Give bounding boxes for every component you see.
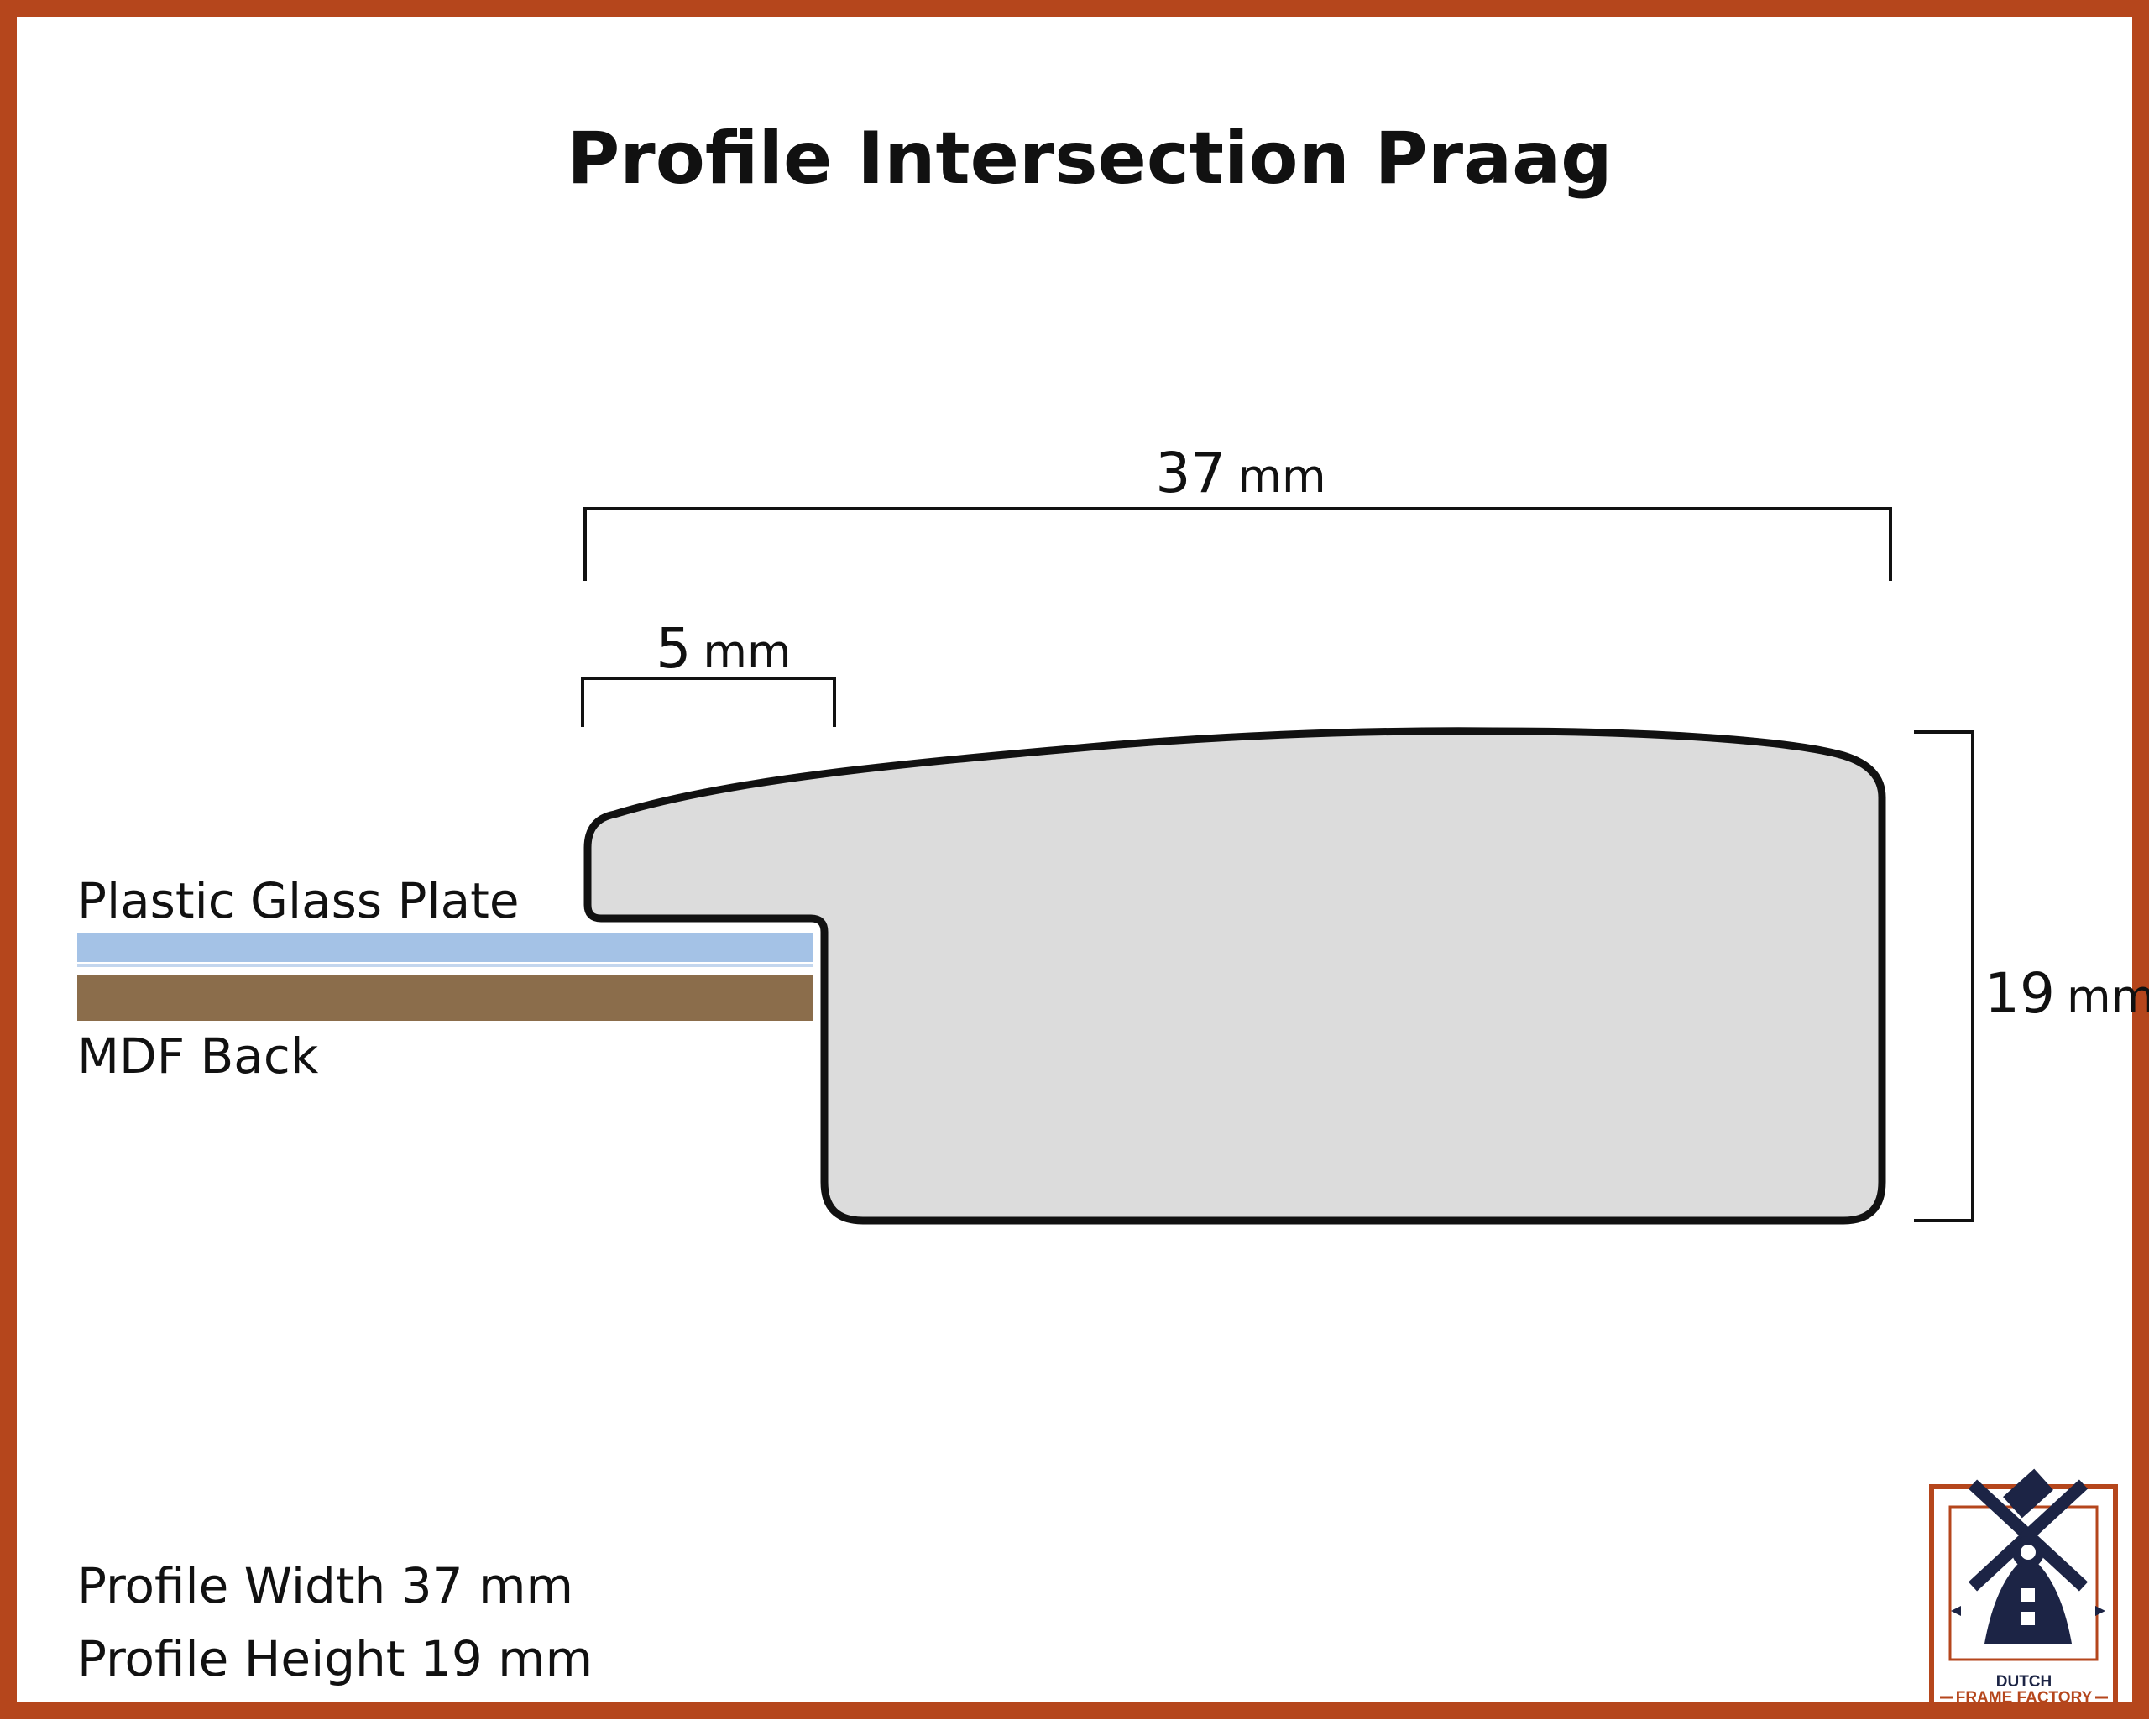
- logo-text-dutch: DUTCH: [1996, 1673, 2052, 1691]
- logo-text-frame-factory: FRAME FACTORY: [1956, 1689, 2093, 1707]
- mdf-back-layer: [77, 975, 813, 1021]
- glass-plate-layer: [77, 933, 813, 962]
- page-title: Profile Intersection Praag: [567, 117, 1613, 201]
- rebate-dimension-bracket: [581, 677, 836, 727]
- glass-plate-label: Plastic Glass Plate: [77, 872, 520, 929]
- profile-height-text: Profile Height 19 mm: [77, 1630, 593, 1687]
- windmill-icon: [1951, 1468, 2105, 1644]
- glass-highlight-line: [77, 964, 813, 967]
- mdf-back-label: MDF Back: [77, 1027, 319, 1085]
- height-dimension-bracket: [1914, 730, 1974, 1222]
- frame-profile-shape: [583, 727, 1886, 1225]
- width-dimension-bracket: [583, 507, 1892, 581]
- dutch-frame-factory-logo: DUTCH FRAME FACTORY: [1929, 1468, 2118, 1707]
- profile-width-text: Profile Width 37 mm: [77, 1557, 573, 1614]
